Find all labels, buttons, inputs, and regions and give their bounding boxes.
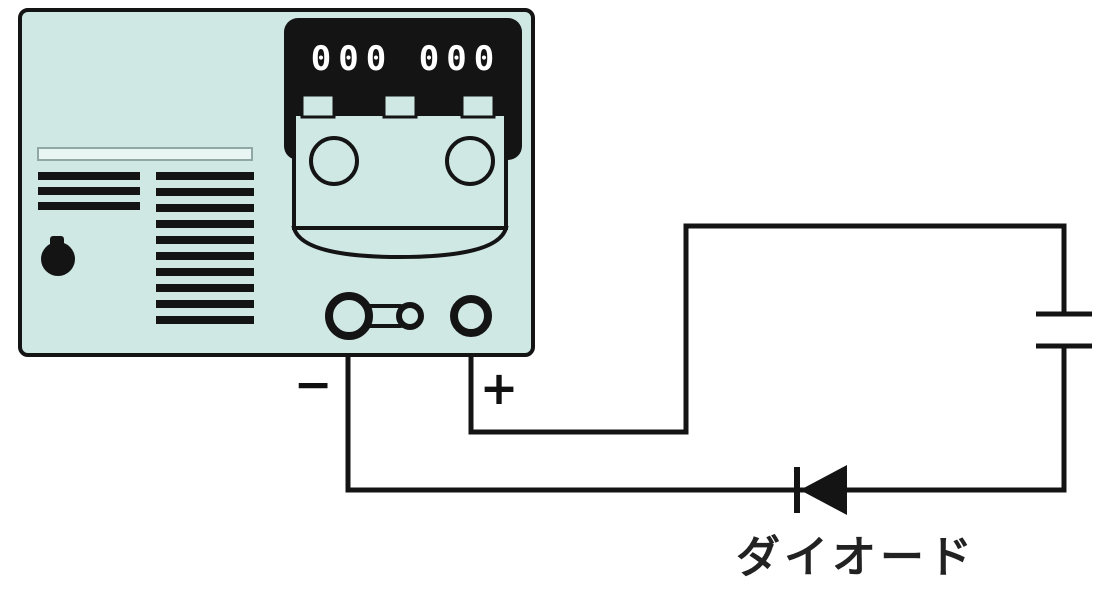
positive-label: + [480, 361, 519, 415]
wire-positive [468, 223, 1067, 435]
display-right-digits: 000 [419, 39, 501, 79]
panel-tab [300, 93, 336, 119]
vent-grille-left [38, 172, 140, 210]
power-supply: 000 000 [18, 8, 535, 357]
diode-label: ダイオード [736, 532, 976, 583]
ground-terminal [396, 302, 424, 330]
control-panel-apron [291, 226, 509, 260]
current-knob [445, 136, 495, 186]
capacitor-symbol [1036, 311, 1092, 349]
diode-symbol [794, 465, 847, 515]
vent-grille-right [156, 172, 254, 324]
circuit-wires [345, 223, 1067, 493]
panel-tab [382, 93, 418, 119]
negative-label: − [294, 357, 333, 411]
diode-triangle [800, 465, 847, 515]
panel-tab [460, 93, 496, 119]
positive-terminal [450, 295, 492, 337]
output-terminals [325, 292, 492, 340]
power-button [41, 236, 75, 276]
label-slot [37, 147, 253, 161]
voltage-knob [309, 136, 359, 186]
display-left-digits: 000 [311, 39, 393, 79]
wire-negative [345, 332, 1067, 493]
negative-terminal [325, 292, 373, 340]
